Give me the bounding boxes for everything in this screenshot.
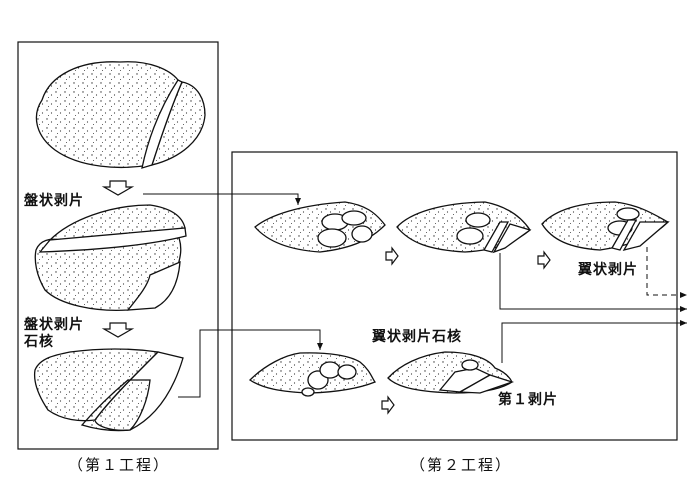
connector-disc-flake: [143, 193, 301, 205]
wing-core-stone-2: [396, 201, 532, 254]
connector-core-out: [499, 253, 687, 312]
wing-flake-core-stone-2: [387, 351, 515, 394]
stage1-frame: [17, 41, 219, 450]
down-arrow-icon: [101, 322, 135, 338]
caption-stage1: （第１工程）: [68, 456, 171, 474]
wing-core-stone-1: [254, 201, 386, 253]
connector-first-flake-out: [501, 320, 687, 363]
right-arrow-icon: [385, 246, 399, 266]
wing-flake-core-stone-1: [248, 352, 377, 397]
disc-flake-core-stone: [33, 348, 184, 432]
label-disc-flake-core-line2: 石核: [24, 334, 54, 350]
label-wing-flake: 翼状剥片: [578, 262, 638, 278]
stage2-frame: [231, 151, 678, 441]
caption-stage2: （第２工程）: [410, 456, 513, 474]
wing-core-stone-3: [541, 201, 670, 252]
right-arrow-icon: [537, 250, 551, 270]
label-wing-flake-core: 翼状剥片石核: [372, 329, 462, 345]
label-disc-flake: 盤状剥片: [24, 193, 84, 209]
down-arrow-icon: [101, 180, 135, 196]
connector-wing-flake-out: [646, 247, 687, 298]
raw-nodule-stone: [35, 61, 206, 169]
right-arrow-icon: [381, 395, 395, 415]
disc-flake-stone: [34, 204, 187, 311]
label-first-flake: 第１剥片: [498, 392, 558, 408]
label-disc-flake-core-line1: 盤状剥片: [24, 317, 84, 333]
connector-disc-flake-core: [178, 329, 323, 398]
